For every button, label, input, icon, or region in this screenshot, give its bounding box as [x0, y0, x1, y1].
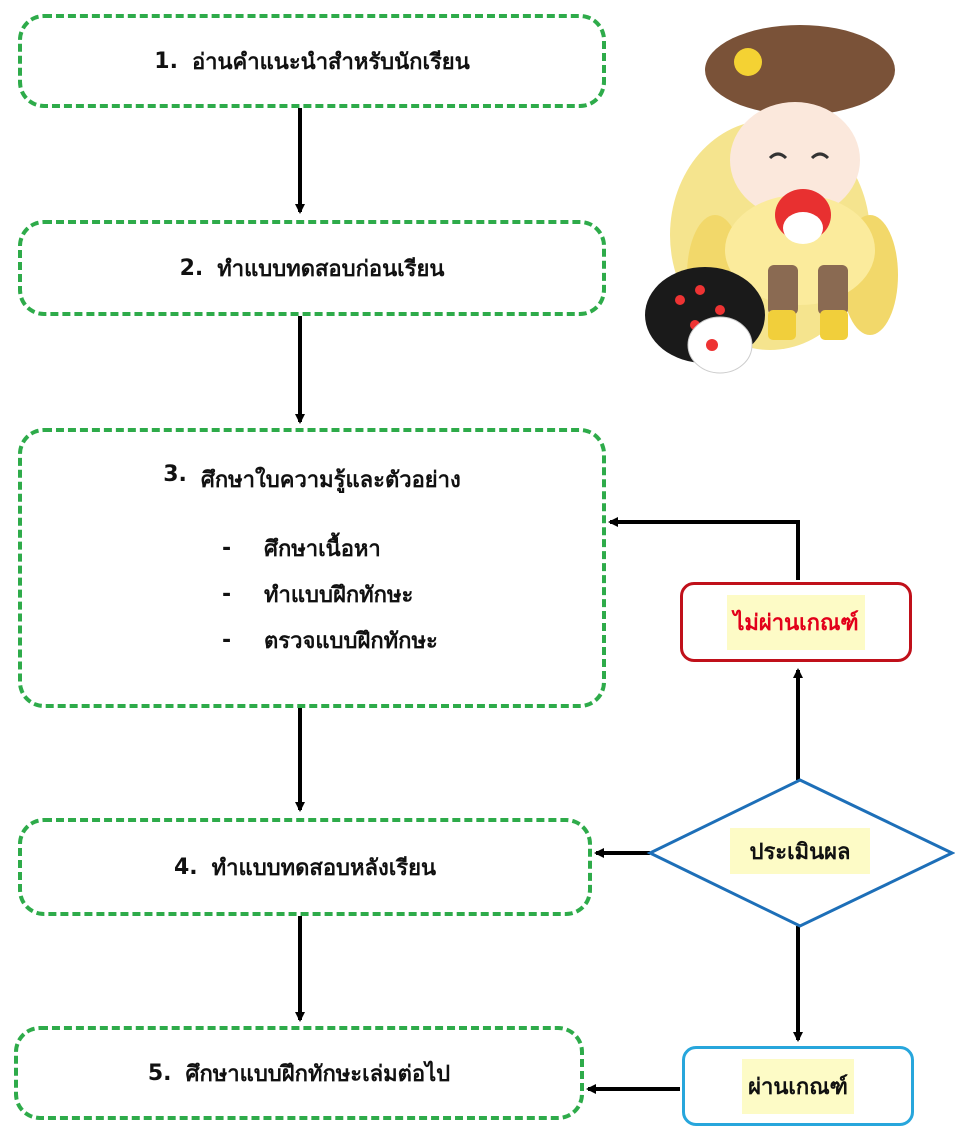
substep-item: - ทำแบบฝึกทักษะ [222, 571, 602, 617]
step-2-number: 2. [179, 255, 204, 281]
step-3-label: ศึกษาใบความรู้และตัวอย่าง [200, 468, 461, 493]
substep-label: ตรวจแบบฝึกทักษะ [264, 628, 438, 654]
step-5-label: ศึกษาแบบฝึกทักษะเล่มต่อไป [185, 1061, 451, 1087]
substep-marker: - [222, 535, 232, 561]
step-1: 1. อ่านคำแนะนำสำหรับนักเรียน [18, 14, 606, 108]
step-2: 2. ทำแบบทดสอบก่อนเรียน [18, 220, 606, 316]
decision-label: ประเมินผล [730, 828, 870, 874]
step-4: 4. ทำแบบทดสอบหลังเรียน [18, 818, 592, 916]
step-4-label: ทำแบบทดสอบหลังเรียน [211, 855, 437, 881]
mascot-illustration [645, 25, 898, 374]
substep-marker: - [222, 581, 232, 607]
fail-criteria-label: ไม่ผ่านเกณฑ์ [727, 594, 865, 650]
substep-label: ทำแบบฝึกทักษะ [264, 582, 414, 608]
pass-criteria-box: ผ่านเกณฑ์ [682, 1046, 914, 1126]
step-3: 3. ศึกษาใบความรู้และตัวอย่าง - ศึกษาเนื้… [18, 428, 606, 708]
step-3-number: 3. [163, 462, 187, 487]
step-1-number: 1. [154, 48, 178, 74]
substep-item: - ศึกษาเนื้อหา [222, 525, 602, 571]
step-5: 5. ศึกษาแบบฝึกทักษะเล่มต่อไป [14, 1026, 584, 1120]
fail-criteria-box: ไม่ผ่านเกณฑ์ [680, 582, 912, 662]
arrow-fail-to-step3 [608, 517, 800, 580]
step-5-number: 5. [147, 1060, 172, 1086]
substep-marker: - [222, 627, 232, 653]
step-2-label: ทำแบบทดสอบก่อนเรียน [217, 256, 445, 282]
step-1-label: อ่านคำแนะนำสำหรับนักเรียน [191, 49, 470, 75]
pass-criteria-label: ผ่านเกณฑ์ [742, 1058, 854, 1114]
step-3-title: 3. ศึกษาใบความรู้และตัวอย่าง [22, 462, 602, 497]
step-3-substeps: - ศึกษาเนื้อหา - ทำแบบฝึกทักษะ - ตรวจแบบ… [22, 525, 602, 663]
substep-item: - ตรวจแบบฝึกทักษะ [222, 617, 602, 663]
substep-label: ศึกษาเนื้อหา [264, 536, 381, 562]
step-4-number: 4. [173, 854, 198, 880]
